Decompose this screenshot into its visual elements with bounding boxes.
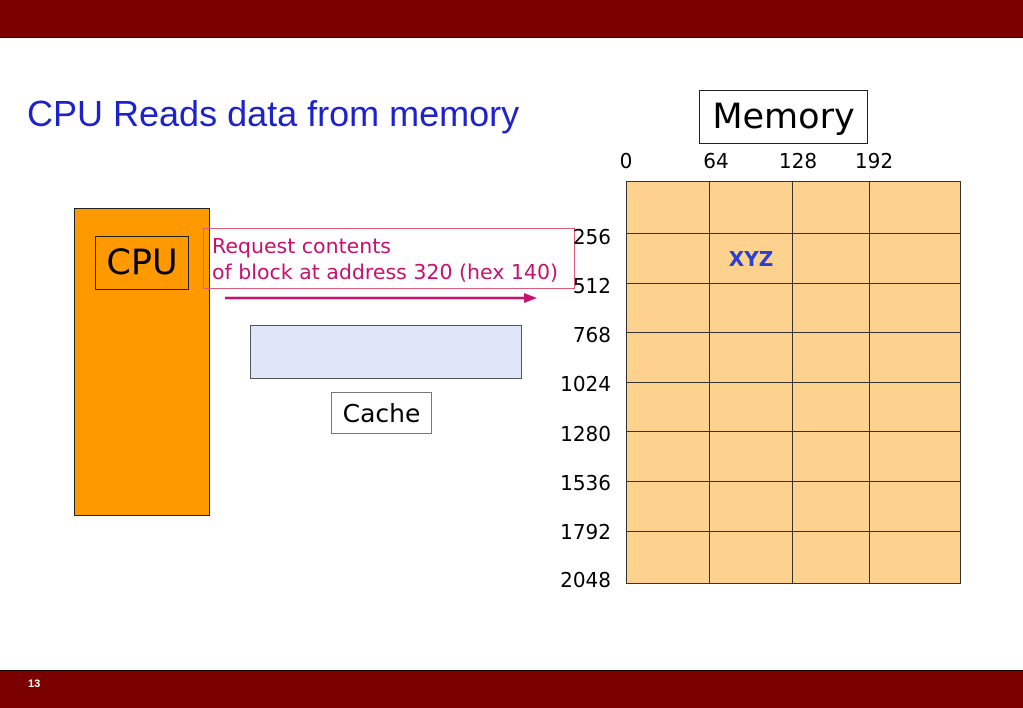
memory-label: Memory	[699, 90, 868, 144]
memory-cell	[870, 182, 960, 233]
memory-cell	[870, 333, 960, 382]
request-line: of block at address 320 (hex 140)	[212, 260, 559, 284]
memory-cell: XYZ	[710, 234, 792, 283]
memory-cell	[627, 532, 709, 583]
memory-cell	[627, 383, 709, 431]
memory-row-label: 2048	[560, 568, 611, 592]
memory-cell	[870, 482, 960, 531]
memory-cell	[793, 532, 869, 583]
memory-cell	[627, 333, 709, 382]
memory-cell	[710, 182, 792, 233]
cpu-block	[74, 208, 210, 516]
memory-column-label: 192	[854, 149, 894, 173]
page-number: 13	[28, 678, 41, 690]
footer-bar	[0, 670, 1023, 708]
memory-cell	[710, 432, 792, 481]
cache-block	[250, 325, 522, 379]
memory-row-label: 1536	[560, 471, 611, 495]
memory-row-label: 1792	[560, 520, 611, 544]
memory-column-label: 64	[703, 149, 729, 173]
memory-row-label: 256	[572, 225, 611, 249]
header-bar	[0, 0, 1023, 38]
memory-cell	[870, 532, 960, 583]
memory-cell	[710, 284, 792, 332]
request-callout: Request contents of block at address 320…	[203, 228, 575, 289]
cpu-label: CPU	[95, 236, 189, 290]
memory-cell	[793, 383, 869, 431]
memory-cell	[793, 182, 869, 233]
memory-cell	[793, 482, 869, 531]
memory-row-label: 768	[572, 323, 611, 347]
memory-cell	[870, 432, 960, 481]
memory-cell	[710, 383, 792, 431]
memory-cell	[870, 234, 960, 283]
memory-cell	[710, 482, 792, 531]
memory-column-label: 128	[778, 149, 818, 173]
memory-column-label: 0	[619, 149, 633, 173]
memory-cell	[627, 284, 709, 332]
slide-title: CPU Reads data from memory	[27, 93, 520, 134]
memory-cell	[627, 432, 709, 481]
memory-cell	[793, 432, 869, 481]
memory-cell	[793, 284, 869, 332]
memory-cell	[710, 532, 792, 583]
request-arrow	[225, 293, 537, 303]
memory-cell	[793, 333, 869, 382]
memory-cell	[627, 182, 709, 233]
memory-cell	[627, 482, 709, 531]
memory-row-label: 1280	[560, 422, 611, 446]
request-line: Request contents	[212, 234, 391, 258]
memory-cell	[710, 333, 792, 382]
memory-cell	[870, 284, 960, 332]
memory-grid: XYZ	[626, 181, 961, 584]
memory-row-label: 1024	[560, 372, 611, 396]
cache-label: Cache	[331, 392, 432, 434]
memory-row-label: 512	[572, 274, 611, 298]
memory-cell	[870, 383, 960, 431]
memory-cell	[627, 234, 709, 283]
memory-cell	[793, 234, 869, 283]
